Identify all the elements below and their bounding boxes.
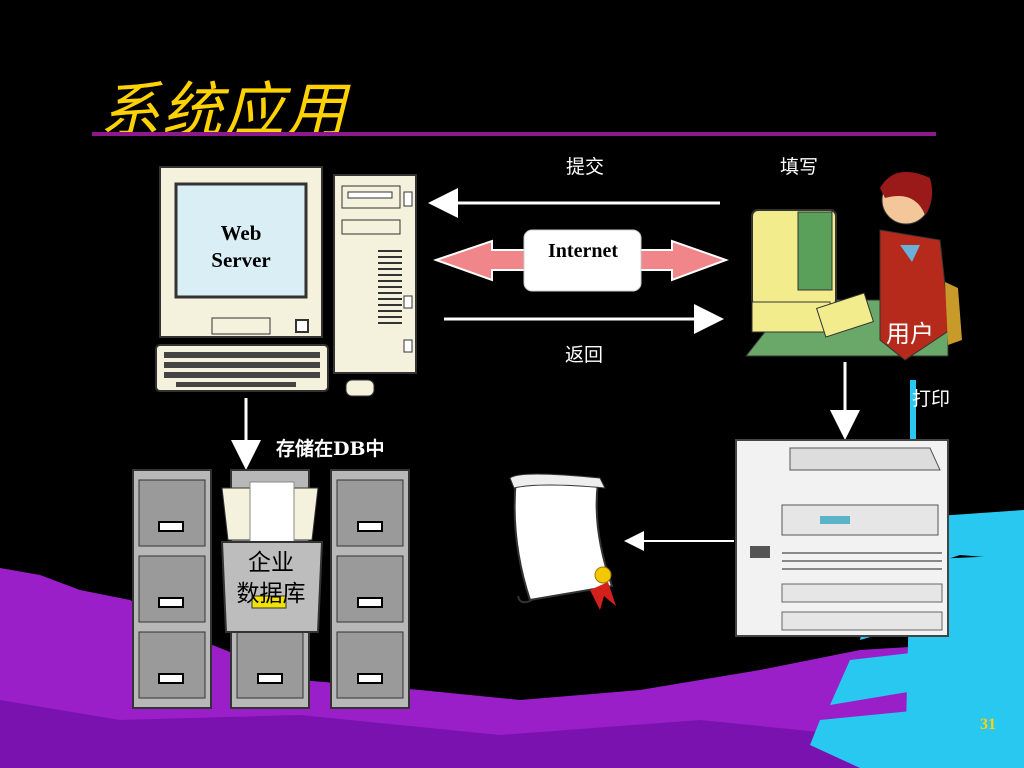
database-label-line2: 数据库 bbox=[236, 581, 306, 607]
return-label: 返回 bbox=[565, 344, 604, 366]
page-number: 31 bbox=[980, 716, 996, 733]
user-label: 用户 bbox=[886, 320, 934, 348]
internet-label: Internet bbox=[548, 240, 618, 262]
submit-label: 提交 bbox=[566, 156, 605, 178]
user-at-computer-icon bbox=[744, 171, 962, 361]
web-server-label-line1: Web bbox=[220, 221, 262, 245]
title-divider bbox=[92, 132, 936, 136]
store-db-label: 存储在DB中 bbox=[276, 438, 385, 460]
web-server-label-line2: Server bbox=[211, 248, 271, 272]
database-label: 企业 数据库 bbox=[226, 548, 316, 610]
filing-cabinets-icon bbox=[132, 469, 410, 709]
printer-icon bbox=[735, 439, 949, 637]
database-label-line1: 企业 bbox=[248, 550, 294, 576]
print-label: 打印 bbox=[912, 388, 951, 410]
internet-box bbox=[523, 229, 642, 292]
web-server-computer-icon bbox=[155, 166, 417, 397]
fill-in-label: 填写 bbox=[780, 156, 819, 178]
scroll-document-icon bbox=[509, 473, 616, 610]
web-server-label: Web Server bbox=[180, 220, 302, 274]
